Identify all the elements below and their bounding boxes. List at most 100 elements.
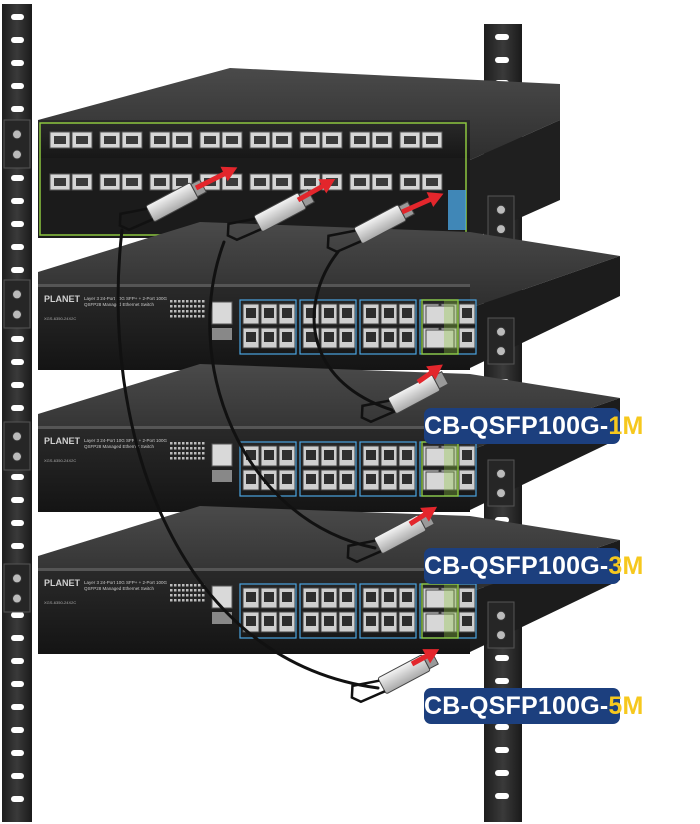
sfp-port-slot [342, 332, 352, 342]
arrow-head [426, 192, 444, 208]
sfp-port-slot [462, 474, 472, 484]
qsfp-port [425, 447, 455, 467]
switch-description: Layer 3 24-Port 10G SFP+ + 2-Port 100G [84, 438, 168, 443]
usb-port [212, 470, 232, 482]
sfp-port-slot [306, 308, 316, 318]
qsfp-port-slot [304, 136, 316, 144]
rack-hole [11, 37, 24, 43]
status-led [186, 599, 189, 602]
status-led [174, 599, 177, 602]
status-led [186, 442, 189, 445]
sfp-port-slot [462, 616, 472, 626]
status-led [194, 599, 197, 602]
status-led [186, 310, 189, 313]
sfp-port-slot [306, 474, 316, 484]
screw-icon [496, 488, 506, 499]
status-led [202, 457, 205, 460]
sfp-port-slot [366, 450, 376, 460]
screw-icon [496, 630, 506, 641]
mounting-ear [487, 195, 515, 243]
status-led [170, 452, 173, 455]
sfp-port-slot [282, 592, 292, 602]
rack-hole [11, 474, 24, 480]
status-led [202, 315, 205, 318]
status-led [178, 599, 181, 602]
status-led [182, 599, 185, 602]
rack-hole [11, 497, 24, 503]
sfp-block [239, 583, 297, 639]
status-led [190, 589, 193, 592]
cable-3m [208, 240, 377, 550]
qsfp-port-slot [326, 136, 338, 144]
status-led [194, 594, 197, 597]
qsfp-accent [444, 442, 458, 496]
sfp-port-slot [324, 592, 334, 602]
console-port [211, 301, 233, 325]
switch-description: Layer 3 24-Port 10G SFP+ + 2-Port 100G [84, 296, 168, 301]
status-led [202, 594, 205, 597]
screw-icon [12, 593, 22, 604]
sfp-block [239, 441, 297, 497]
mounting-ear [3, 279, 31, 329]
status-led [190, 300, 193, 303]
rack-hole [11, 83, 24, 89]
status-led [178, 310, 181, 313]
sfp-port-slot [264, 592, 274, 602]
chassis-front [38, 284, 470, 370]
sfp-port-slot [402, 592, 412, 602]
switch-model: XGS-6350-24X2C [44, 458, 76, 463]
sfp-block [359, 441, 417, 497]
status-led [182, 310, 185, 313]
status-led [190, 305, 193, 308]
status-led [170, 300, 173, 303]
status-led [174, 315, 177, 318]
qsfp-port [425, 613, 455, 633]
status-led [170, 315, 173, 318]
rack-hole [11, 244, 24, 250]
qsfp-port [425, 471, 455, 491]
rack-hole [11, 704, 24, 710]
screw-icon [496, 610, 506, 621]
rack-hole [11, 175, 24, 181]
status-led [186, 594, 189, 597]
status-led [174, 442, 177, 445]
sfp-port-slot [246, 474, 256, 484]
status-led [190, 310, 193, 313]
qsfp-port-slot [54, 136, 66, 144]
mounting-ear [3, 119, 31, 169]
sfp-port-slot [282, 308, 292, 318]
screw-icon [12, 573, 22, 584]
rack-hole [11, 796, 24, 802]
sfp-port-slot [264, 474, 274, 484]
sfp-port-slot [462, 332, 472, 342]
status-led [170, 599, 173, 602]
sfp-port-slot [366, 592, 376, 602]
sfp-block [359, 583, 417, 639]
sfp-port-slot [384, 450, 394, 460]
sfp-port-slot [324, 616, 334, 626]
status-led [170, 589, 173, 592]
qsfp-port-slot [304, 178, 316, 186]
sfp-port-slot [462, 308, 472, 318]
status-led [194, 457, 197, 460]
status-led [202, 452, 205, 455]
rack-hole [495, 793, 509, 799]
screw-icon [12, 289, 22, 300]
sfp-port-slot [246, 450, 256, 460]
status-led [198, 599, 201, 602]
sfp-block [299, 441, 357, 497]
status-led [182, 300, 185, 303]
cable-label-prefix: CB-QSFP100G- [424, 412, 609, 440]
status-led [182, 305, 185, 308]
screw-icon [12, 129, 22, 140]
screw-icon [496, 346, 506, 357]
status-led [182, 315, 185, 318]
sfp-port-slot [282, 474, 292, 484]
status-led [198, 300, 201, 303]
qsfp-port-slot [376, 178, 388, 186]
rack-hole [11, 727, 24, 733]
rack-hole [495, 747, 509, 753]
qsfp-port-slot [404, 178, 416, 186]
sfp-port-slot [246, 616, 256, 626]
qsfp-block [421, 299, 459, 355]
